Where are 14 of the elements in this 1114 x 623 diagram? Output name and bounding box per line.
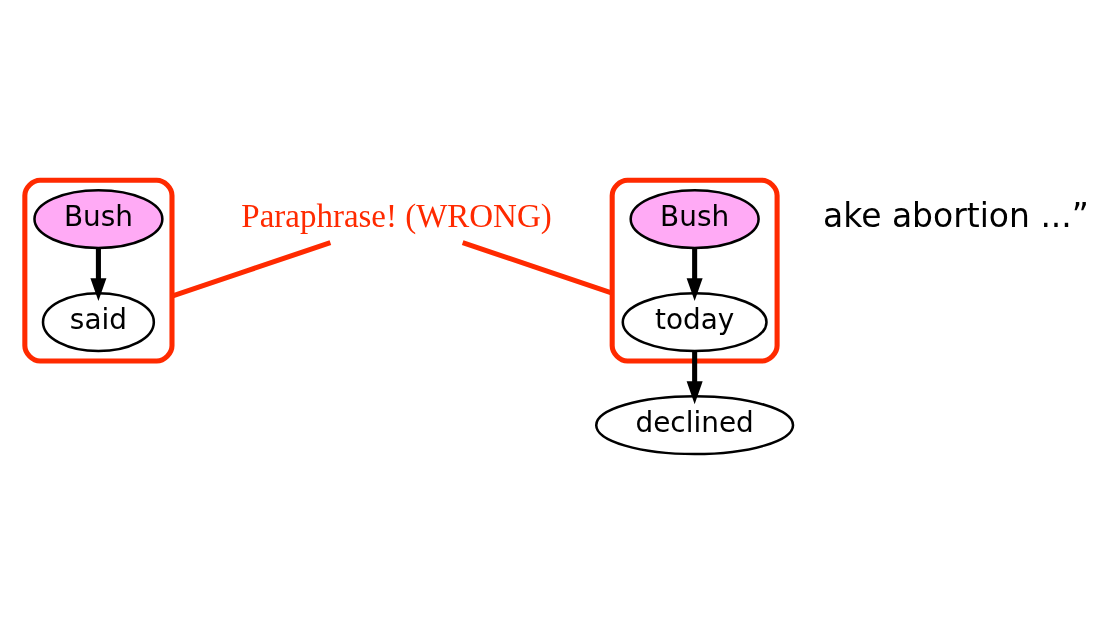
label: ake abortion ...” (823, 195, 1089, 235)
node-ellipse: Bush (629, 188, 760, 249)
arrow (686, 247, 703, 301)
arrow (90, 247, 107, 301)
cluster (609, 177, 780, 364)
connector (171, 239, 332, 298)
node-ellipse: declined (595, 394, 795, 455)
node-ellipse: today (621, 291, 768, 352)
cluster (22, 177, 175, 364)
arrow (686, 350, 703, 404)
node-ellipse: Bush (33, 188, 164, 249)
connector (461, 239, 613, 295)
node-ellipse: said (41, 291, 156, 352)
node-text: Paraphrase! (WRONG) (241, 197, 552, 234)
